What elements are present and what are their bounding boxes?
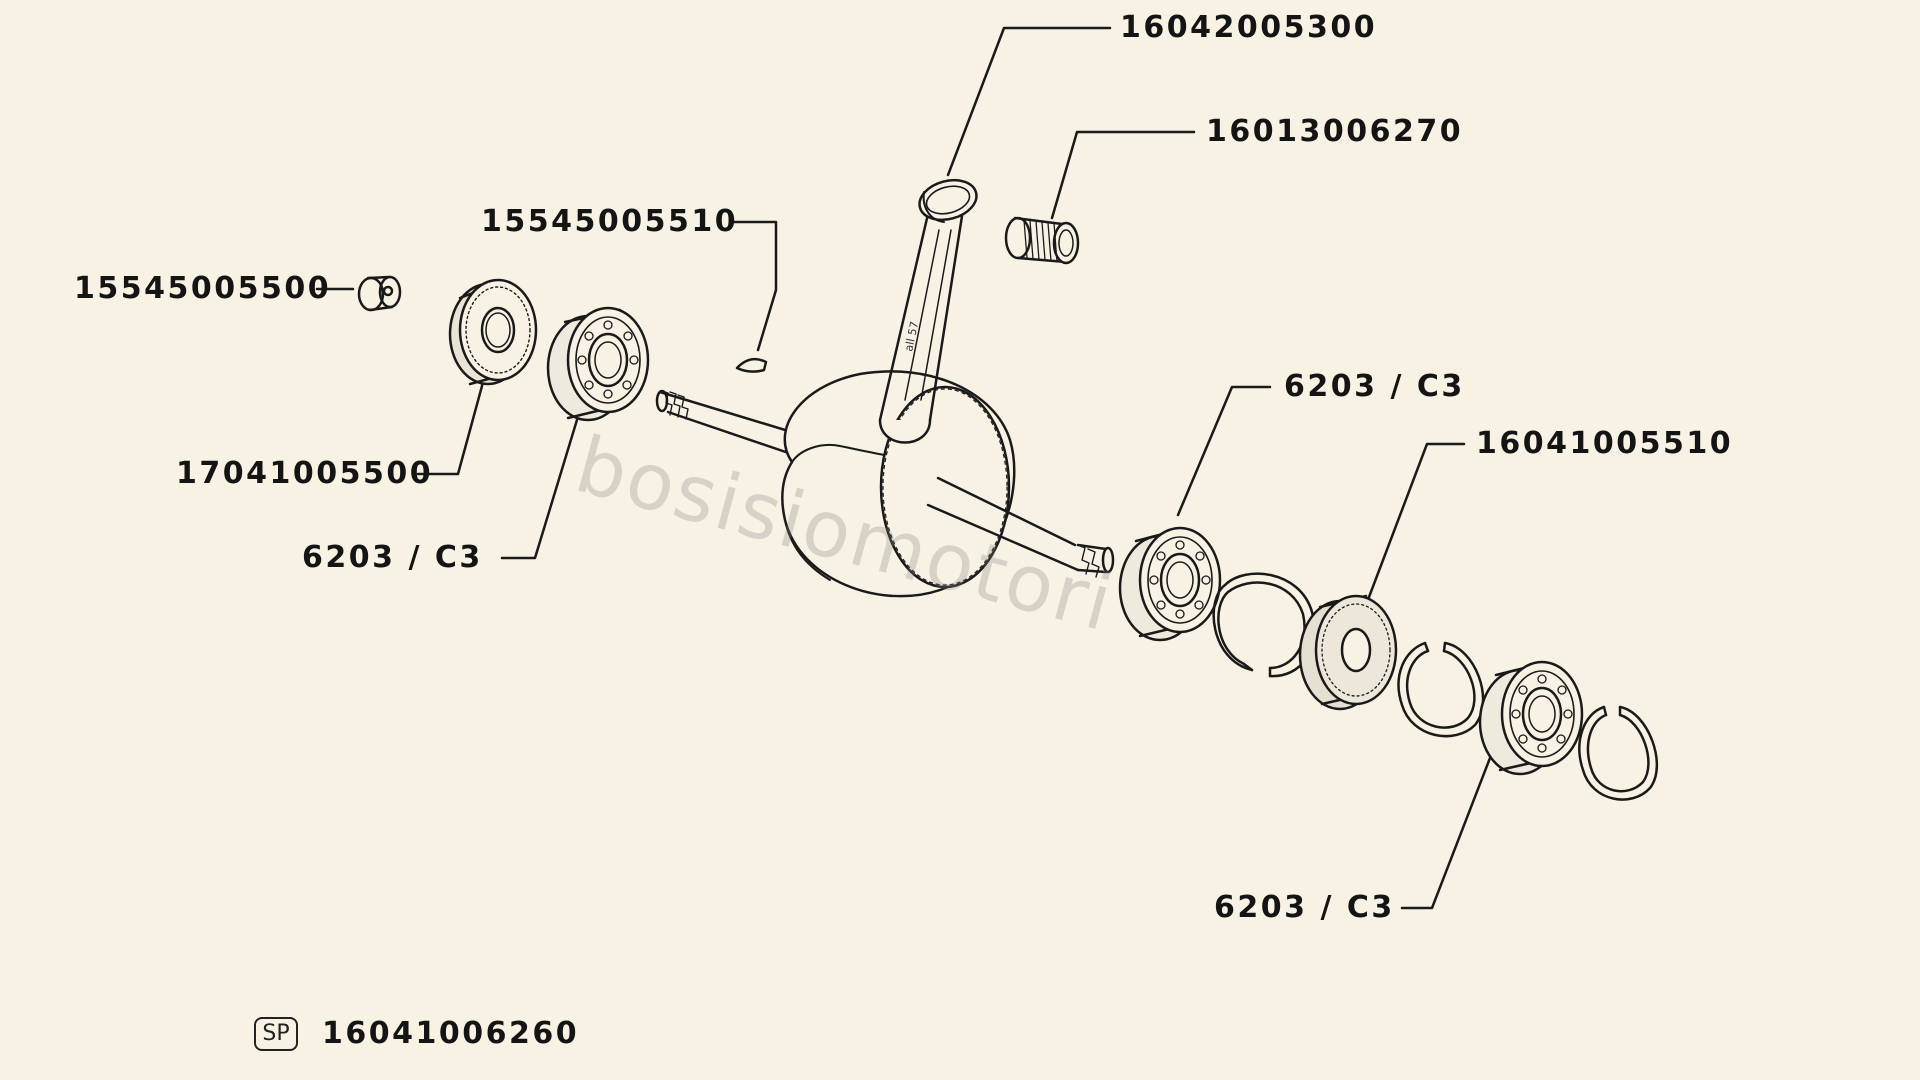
ball-bearing-right-bottom (1478, 660, 1584, 776)
sp-badge: SP (254, 1017, 298, 1051)
leader-conrod (946, 26, 1112, 177)
circlip-3 (1578, 705, 1659, 801)
oil-seal-left (448, 278, 538, 386)
label-seal-left: 17041005500 (176, 456, 434, 491)
crank-nut (357, 275, 402, 312)
crankshaft-right-shaft (926, 476, 1115, 578)
leader-seal-left (416, 373, 487, 476)
leader-seal-right (1364, 442, 1466, 607)
connecting-rod: all 57 (878, 178, 978, 444)
leader-woodruff-key (728, 220, 778, 352)
label-seal-right: 16041005510 (1476, 426, 1734, 461)
woodruff-key (735, 357, 768, 373)
leader-bearing-right-bottom (1400, 756, 1492, 910)
leader-needle-bearing (1050, 130, 1196, 220)
label-bearing-right-bottom: 6203 / C3 (1214, 890, 1395, 925)
label-nut: 15545005500 (74, 271, 332, 306)
leader-bearing-right-top (1176, 385, 1272, 517)
leader-bearing-left (500, 408, 582, 560)
ball-bearing-left (546, 306, 650, 422)
label-bearing-left: 6203 / C3 (302, 540, 483, 575)
label-woodruff-key: 15545005510 (481, 204, 739, 239)
oil-seal-right (1298, 594, 1398, 711)
ball-bearing-right-top (1118, 526, 1222, 642)
label-needle-bearing: 16013006270 (1206, 114, 1464, 149)
label-kit-number: 16041006260 (322, 1016, 580, 1051)
label-conrod: 16042005300 (1120, 10, 1378, 45)
svg-text:all 57: all 57 (902, 320, 921, 352)
circlip-2 (1397, 641, 1485, 738)
needle-roller-bearing (1004, 216, 1080, 265)
label-bearing-right-top: 6203 / C3 (1284, 369, 1465, 404)
